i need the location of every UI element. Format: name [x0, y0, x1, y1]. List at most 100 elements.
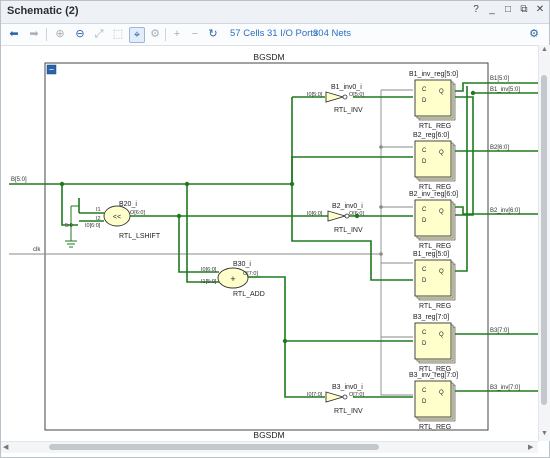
- cell-b20-type: RTL_LSHIFT: [119, 233, 161, 240]
- reg-pin-q: Q: [439, 209, 444, 215]
- b30-pin-i0: I0[6:0]: [201, 267, 217, 273]
- clock-junctions: [379, 145, 383, 256]
- input-port-b[interactable]: B[5:0]: [11, 177, 27, 183]
- output-port-b2[interactable]: B2[6:0]: [490, 145, 509, 151]
- schematic-canvas[interactable]: − BGSDM BGSDM: [1, 45, 538, 441]
- window-controls: ? _ □ ⧉ ✕: [471, 4, 545, 16]
- reg-pin-d: D: [422, 278, 427, 284]
- reg-b1[interactable]: B1_reg[5:0] C D Q RTL_REG: [413, 251, 456, 310]
- reg-b3-type: RTL_REG: [419, 366, 451, 373]
- select-mode-icon[interactable]: ⌖: [129, 27, 145, 43]
- cell-b1-inv-type: RTL_INV: [334, 107, 363, 114]
- toolbar-divider: [165, 28, 166, 41]
- b3-inv-pin-out: O[7:0]: [349, 392, 364, 398]
- cell-b2-inv[interactable]: B2_inv0_i I0[6:0] O[6:0] RTL_INV: [307, 203, 364, 234]
- remove-icon[interactable]: −: [191, 28, 199, 40]
- reg-pin-d: D: [422, 159, 427, 165]
- maximize-button[interactable]: □: [504, 4, 512, 15]
- help-button[interactable]: ?: [473, 4, 479, 15]
- reg-b1-inv-name: B1_inv_reg[5:0]: [409, 71, 458, 78]
- reg-b2-type: RTL_REG: [419, 184, 451, 191]
- schematic-diagram[interactable]: − BGSDM BGSDM: [1, 45, 538, 441]
- cell-b3-inv[interactable]: B3_inv0_i I0[7:0] O[7:0] RTL_INV: [307, 384, 364, 415]
- b2-inv-pin-in: I0[6:0]: [307, 211, 323, 217]
- reg-b3-name: B3_reg[7:0]: [413, 314, 449, 321]
- shift-const-label: 5:0: [65, 223, 73, 229]
- reg-pin-q: Q: [439, 89, 444, 95]
- module-name-top: BGSDM: [253, 52, 284, 62]
- module-name-bottom: BGSDM: [253, 430, 284, 440]
- scroll-right-icon[interactable]: ▶: [528, 444, 534, 451]
- reg-b3-inv[interactable]: B3_inv_reg[7:0] C D Q RTL_REG: [409, 372, 458, 431]
- cell-b2-inv-type: RTL_INV: [334, 227, 363, 234]
- cells-count-link[interactable]: 57 Cells: [230, 28, 265, 39]
- scroll-up-icon[interactable]: ▲: [541, 46, 548, 53]
- b30-pin-i1: I1[5:0]: [201, 279, 217, 285]
- b3-inv-pin-in: I0[7:0]: [307, 392, 323, 398]
- output-port-b1[interactable]: B1[5:0]: [490, 76, 509, 82]
- net-junctions: [59, 90, 476, 344]
- data-nets: [9, 82, 538, 398]
- zoom-area-icon[interactable]: ⬚: [112, 28, 124, 40]
- zoom-out-icon[interactable]: ⊖: [75, 28, 85, 40]
- reg-b3-inv-type: RTL_REG: [419, 424, 451, 431]
- output-port-b2-inv[interactable]: B2_inv[6:0]: [490, 208, 520, 214]
- reg-pin-d: D: [422, 399, 427, 405]
- add-symbol: +: [230, 274, 235, 284]
- cell-b1-inv[interactable]: B1_inv0_i I0[5:0] O[5:0] RTL_INV: [307, 84, 364, 114]
- module-boundary: [44, 62, 489, 431]
- reg-b3-inv-name: B3_inv_reg[7:0]: [409, 372, 458, 379]
- scroll-down-icon[interactable]: ▼: [541, 430, 548, 437]
- reg-pin-q: Q: [439, 150, 444, 156]
- settings-cog-icon[interactable]: ⚙: [150, 28, 160, 40]
- vertical-scrollbar[interactable]: ▲ ▼: [538, 45, 550, 441]
- back-arrow-icon[interactable]: ⬅: [9, 28, 19, 40]
- refresh-icon[interactable]: ↻: [208, 28, 218, 40]
- io-ports-count-link[interactable]: 31 I/O Ports: [267, 28, 318, 39]
- zoom-fit-icon[interactable]: ⤢: [94, 28, 104, 40]
- reg-b2[interactable]: B2_reg[6:0] C D Q RTL_REG: [413, 132, 456, 191]
- toolbar-divider: [46, 28, 47, 41]
- output-port-b1-inv[interactable]: B1_inv[5:0]: [490, 87, 520, 93]
- cell-b30-add[interactable]: + B30_i I0[6:0] I1[5:0] O[7:0] RTL_ADD: [201, 261, 265, 298]
- cell-b2-inv-name: B2_inv0_i: [332, 203, 363, 210]
- b20-pin-i2: I2: [96, 216, 101, 222]
- add-icon[interactable]: +: [173, 28, 181, 40]
- close-button[interactable]: ✕: [535, 4, 545, 15]
- collapse-glyph: −: [49, 65, 54, 75]
- b20-pin-i1: I1: [96, 207, 101, 213]
- horizontal-scroll-thumb[interactable]: [49, 444, 379, 450]
- scroll-left-icon[interactable]: ◀: [3, 444, 9, 451]
- reg-b2-name: B2_reg[6:0]: [413, 132, 449, 139]
- clock-net: [9, 89, 413, 396]
- output-port-b3[interactable]: B3[7:0]: [490, 328, 509, 334]
- reg-b3[interactable]: B3_reg[7:0] C D Q RTL_REG: [413, 314, 456, 373]
- zoom-in-icon[interactable]: ⊕: [55, 28, 65, 40]
- collapse-button[interactable]: [46, 64, 57, 75]
- cell-b20-name: B20_i: [119, 201, 137, 208]
- nets-count-link[interactable]: 304 Nets: [313, 28, 352, 39]
- reg-b1-type: RTL_REG: [419, 303, 451, 310]
- window-title: Schematic (2): [7, 5, 79, 17]
- reg-pin-d: D: [422, 341, 427, 347]
- cell-b30-name: B30_i: [233, 261, 251, 268]
- reg-b2-inv-type: RTL_REG: [419, 243, 451, 250]
- reg-pin-c: C: [422, 388, 427, 394]
- restore-button[interactable]: ⧉: [520, 4, 528, 15]
- reg-b2-inv[interactable]: B2_inv_reg[6:0] C D Q RTL_REG: [409, 191, 458, 250]
- input-port-clk[interactable]: clk: [33, 247, 41, 253]
- cell-b20-lshift[interactable]: << B20_i I1 I2 O[6:0] I0[6:0] RTL_LSHIFT: [79, 201, 161, 240]
- b30-pin-o: O[7:0]: [243, 271, 258, 277]
- cell-b1-inv-name: B1_inv0_i: [331, 84, 362, 91]
- reg-b1-inv-type: RTL_REG: [419, 123, 451, 130]
- minimize-button[interactable]: _: [489, 4, 495, 15]
- vertical-scroll-thumb[interactable]: [541, 75, 547, 405]
- gear-icon[interactable]: ⚙: [529, 28, 539, 40]
- reg-pin-c: C: [422, 87, 427, 93]
- horizontal-scrollbar[interactable]: ◀ ▶: [1, 441, 538, 453]
- output-port-b3-inv[interactable]: B3_inv[7:0]: [490, 385, 520, 391]
- reg-b1-inv[interactable]: B1_inv_reg[5:0] C D Q RTL_REG: [409, 71, 458, 130]
- b1-inv-pin-in: I0[5:0]: [307, 92, 323, 98]
- forward-arrow-icon[interactable]: ➡: [29, 28, 39, 40]
